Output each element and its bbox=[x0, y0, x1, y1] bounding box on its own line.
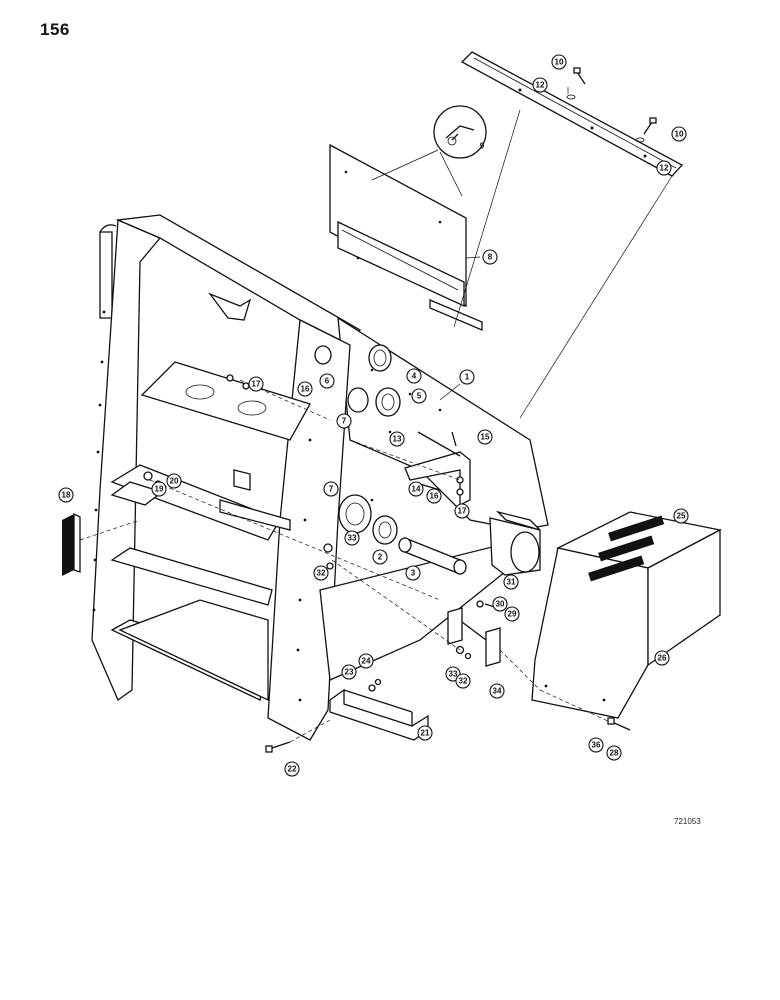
callout-26: 26 bbox=[654, 650, 670, 666]
svg-text:28: 28 bbox=[610, 749, 619, 758]
svg-text:10: 10 bbox=[675, 130, 684, 139]
latch-detail bbox=[371, 105, 487, 197]
svg-text:7: 7 bbox=[342, 417, 347, 426]
callout-34: 34 bbox=[489, 683, 505, 699]
svg-text:2: 2 bbox=[378, 553, 383, 562]
svg-text:6: 6 bbox=[325, 377, 330, 386]
drawing-code: 721053 bbox=[674, 817, 701, 826]
callout-24: 24 bbox=[358, 653, 374, 669]
main-frame bbox=[91, 214, 549, 741]
step-cover bbox=[531, 511, 722, 719]
svg-text:33: 33 bbox=[449, 670, 458, 679]
svg-text:8: 8 bbox=[488, 253, 493, 262]
callout-9: 9 bbox=[480, 142, 485, 151]
callout-14: 14 bbox=[408, 481, 424, 497]
svg-text:22: 22 bbox=[288, 765, 297, 774]
callout-7-bottom: 7 bbox=[323, 481, 339, 497]
svg-text:29: 29 bbox=[508, 610, 517, 619]
callout-10-right: 10 bbox=[671, 126, 687, 142]
svg-text:36: 36 bbox=[592, 741, 601, 750]
step-bracket-21 bbox=[329, 688, 429, 741]
bracket-13 bbox=[404, 431, 471, 507]
svg-text:31: 31 bbox=[507, 578, 516, 587]
svg-text:4: 4 bbox=[412, 372, 417, 381]
svg-text:7: 7 bbox=[329, 485, 334, 494]
callout-12-top: 12 bbox=[532, 77, 548, 93]
callout-28: 28 bbox=[606, 745, 622, 761]
callout-5: 5 bbox=[411, 388, 427, 404]
bolts-lower bbox=[265, 717, 631, 753]
top-bolts bbox=[566, 67, 657, 143]
svg-text:23: 23 bbox=[345, 668, 354, 677]
foot-pad-18 bbox=[62, 512, 81, 576]
callout-17-right: 17 bbox=[454, 503, 470, 519]
callout-3: 3 bbox=[405, 565, 421, 581]
callout-16-left: 16 bbox=[297, 381, 313, 397]
callout-13: 13 bbox=[389, 431, 405, 447]
callout-6: 6 bbox=[319, 373, 335, 389]
svg-text:5: 5 bbox=[417, 392, 422, 401]
callout-2: 2 bbox=[372, 549, 388, 565]
svg-text:3: 3 bbox=[411, 569, 416, 578]
svg-text:34: 34 bbox=[493, 687, 502, 696]
svg-text:12: 12 bbox=[660, 164, 669, 173]
leader-lines bbox=[79, 87, 673, 743]
svg-text:17: 17 bbox=[252, 380, 261, 389]
svg-text:1: 1 bbox=[465, 373, 470, 382]
svg-text:14: 14 bbox=[412, 485, 421, 494]
top-plate bbox=[460, 51, 684, 177]
callout-17-left: 17 bbox=[248, 376, 264, 392]
svg-text:10: 10 bbox=[555, 58, 564, 67]
callout-18: 18 bbox=[58, 487, 74, 503]
callout-7-top: 7 bbox=[336, 413, 352, 429]
callout-21: 21 bbox=[417, 725, 433, 741]
bushings bbox=[314, 344, 467, 575]
page-number: 156 bbox=[40, 20, 70, 39]
svg-text:32: 32 bbox=[459, 677, 468, 686]
svg-text:30: 30 bbox=[496, 600, 505, 609]
callout-16-right: 16 bbox=[426, 488, 442, 504]
svg-text:32: 32 bbox=[317, 569, 326, 578]
callout-4: 4 bbox=[406, 368, 422, 384]
callout-1-top: 1 bbox=[459, 369, 475, 385]
svg-text:17: 17 bbox=[458, 507, 467, 516]
svg-text:15: 15 bbox=[481, 433, 490, 442]
svg-text:20: 20 bbox=[170, 477, 179, 486]
callout-19: 19 bbox=[151, 481, 167, 497]
callout-32-right: 32 bbox=[455, 673, 471, 689]
svg-text:25: 25 bbox=[677, 512, 686, 521]
callout-32-left: 32 bbox=[313, 565, 329, 581]
svg-text:13: 13 bbox=[393, 435, 402, 444]
svg-text:16: 16 bbox=[301, 385, 310, 394]
callout-25: 25 bbox=[673, 508, 689, 524]
callout-31: 31 bbox=[503, 574, 519, 590]
callout-33-left: 33 bbox=[344, 530, 360, 546]
svg-text:26: 26 bbox=[658, 654, 667, 663]
callout-29: 29 bbox=[504, 606, 520, 622]
block-31 bbox=[489, 510, 541, 576]
bracket-34 bbox=[447, 607, 501, 667]
callout-8: 8 bbox=[482, 249, 498, 265]
svg-text:33: 33 bbox=[348, 534, 357, 543]
svg-text:9: 9 bbox=[480, 142, 485, 151]
callout-36: 36 bbox=[588, 737, 604, 753]
callout-12-right: 12 bbox=[656, 160, 672, 176]
svg-text:18: 18 bbox=[62, 491, 71, 500]
cover-panel bbox=[329, 143, 483, 331]
svg-text:19: 19 bbox=[155, 485, 164, 494]
callout-20: 20 bbox=[166, 473, 182, 489]
callout-30: 30 bbox=[492, 596, 508, 612]
callout-22: 22 bbox=[284, 761, 300, 777]
svg-text:24: 24 bbox=[362, 657, 371, 666]
callout-15: 15 bbox=[477, 429, 493, 445]
svg-text:12: 12 bbox=[536, 81, 545, 90]
svg-text:16: 16 bbox=[430, 492, 439, 501]
small-hardware bbox=[226, 374, 499, 692]
callout-10-top: 10 bbox=[551, 54, 567, 70]
svg-text:21: 21 bbox=[421, 729, 430, 738]
callout-23: 23 bbox=[341, 664, 357, 680]
